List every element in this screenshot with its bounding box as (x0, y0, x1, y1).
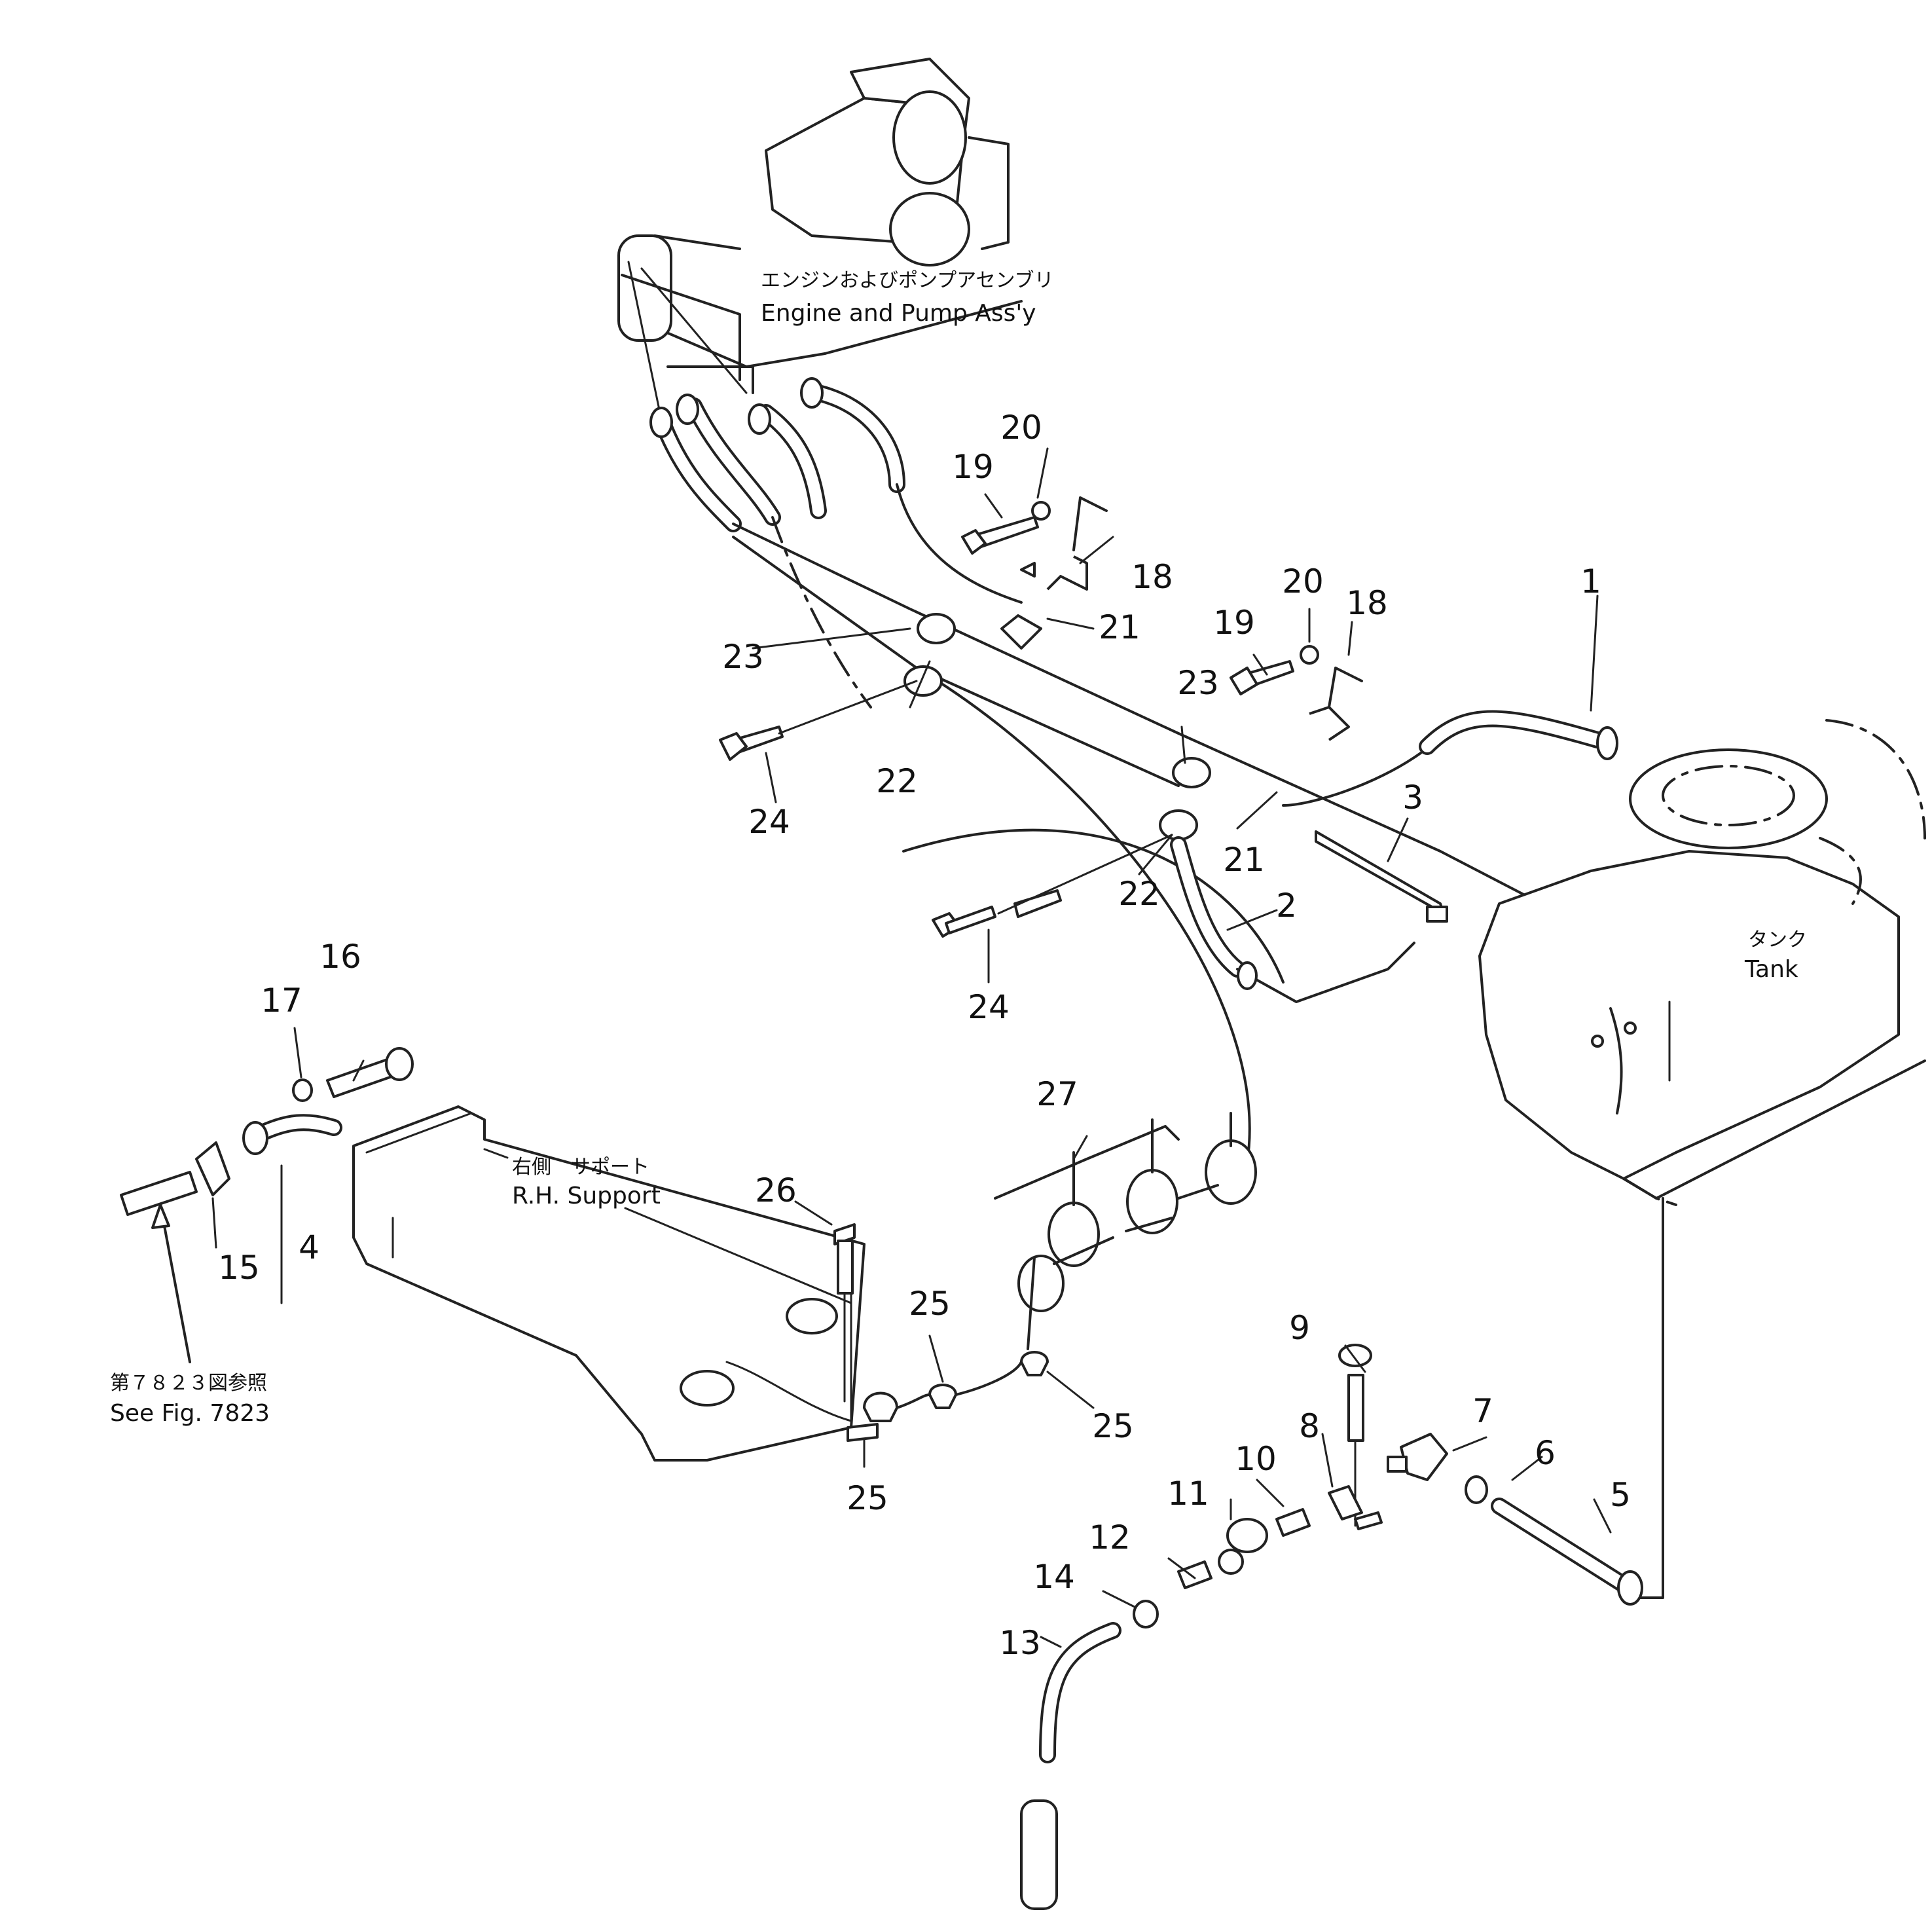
band-clamp-group (994, 1112, 1257, 1350)
lower-fittings (1020, 1344, 1643, 1910)
ref-caption-jp: 第７８２３図参照 (110, 1372, 267, 1395)
callout-21-right: 21 (1223, 841, 1265, 879)
left-fitting-group (120, 1047, 414, 1363)
callout-7: 7 (1472, 1392, 1493, 1430)
callout-22-left: 22 (876, 762, 918, 800)
callout-23-right: 23 (1177, 664, 1219, 702)
callout-25-bottom: 25 (847, 1479, 888, 1517)
callout-11: 11 (1167, 1475, 1209, 1513)
engine-pump-assembly (617, 58, 1023, 420)
callout-21-upper: 21 (1099, 608, 1140, 646)
callout-25-top: 25 (909, 1285, 951, 1323)
callout-24-upper: 24 (748, 803, 790, 841)
callout-10: 10 (1235, 1440, 1277, 1478)
engine-caption-jp: エンジンおよびポンプアセンブリ (761, 269, 1054, 292)
callout-23-left: 23 (722, 638, 764, 676)
tank (1478, 719, 1926, 1599)
engine-caption-en: Engine and Pump Ass'y (761, 300, 1036, 327)
callout-18-right: 18 (1346, 584, 1388, 622)
leader-lines (211, 447, 1612, 1648)
small-clamps (833, 1223, 1049, 1442)
callout-20-right: 20 (1282, 562, 1324, 600)
callout-15: 15 (218, 1249, 260, 1287)
callout-4: 4 (299, 1228, 319, 1266)
support-caption-en: R.H. Support (512, 1183, 661, 1209)
engine-hoses (649, 377, 905, 532)
callout-9: 9 (1289, 1309, 1310, 1347)
callout-20-upper: 20 (1000, 409, 1042, 447)
callout-22-right: 22 (1118, 875, 1160, 913)
callout-18-upper: 18 (1131, 558, 1173, 596)
callout-27: 27 (1036, 1075, 1078, 1113)
callout-3: 3 (1402, 779, 1423, 817)
upper-clamp-group-right (932, 645, 1618, 1003)
callout-17: 17 (261, 982, 302, 1020)
callout-2: 2 (1276, 887, 1297, 925)
tank-caption-en: Tank (1744, 956, 1798, 983)
callout-6: 6 (1535, 1434, 1556, 1472)
callout-numbers: 1 2 3 4 5 6 7 8 9 10 11 12 13 14 15 16 1… (218, 409, 1631, 1662)
support-caption-jp: 右側 サポート (512, 1156, 649, 1179)
callout-13: 13 (999, 1624, 1041, 1662)
upper-clamp-group-left (719, 496, 1108, 761)
callout-19-upper: 19 (952, 448, 994, 486)
callout-5: 5 (1610, 1476, 1631, 1514)
callout-8: 8 (1299, 1407, 1320, 1445)
callout-19-right: 19 (1213, 604, 1255, 642)
rh-support (352, 1105, 866, 1462)
callout-16: 16 (319, 938, 361, 976)
tank-caption-jp: タンク (1748, 929, 1807, 951)
callout-25-right: 25 (1092, 1407, 1134, 1445)
callout-26: 26 (755, 1171, 797, 1209)
callout-12: 12 (1089, 1518, 1131, 1556)
callout-24-lower: 24 (968, 988, 1010, 1026)
callout-1: 1 (1580, 562, 1601, 600)
ref-caption-en: See Fig. 7823 (110, 1400, 270, 1427)
support-leader (483, 1148, 852, 1304)
callout-14: 14 (1033, 1558, 1075, 1596)
